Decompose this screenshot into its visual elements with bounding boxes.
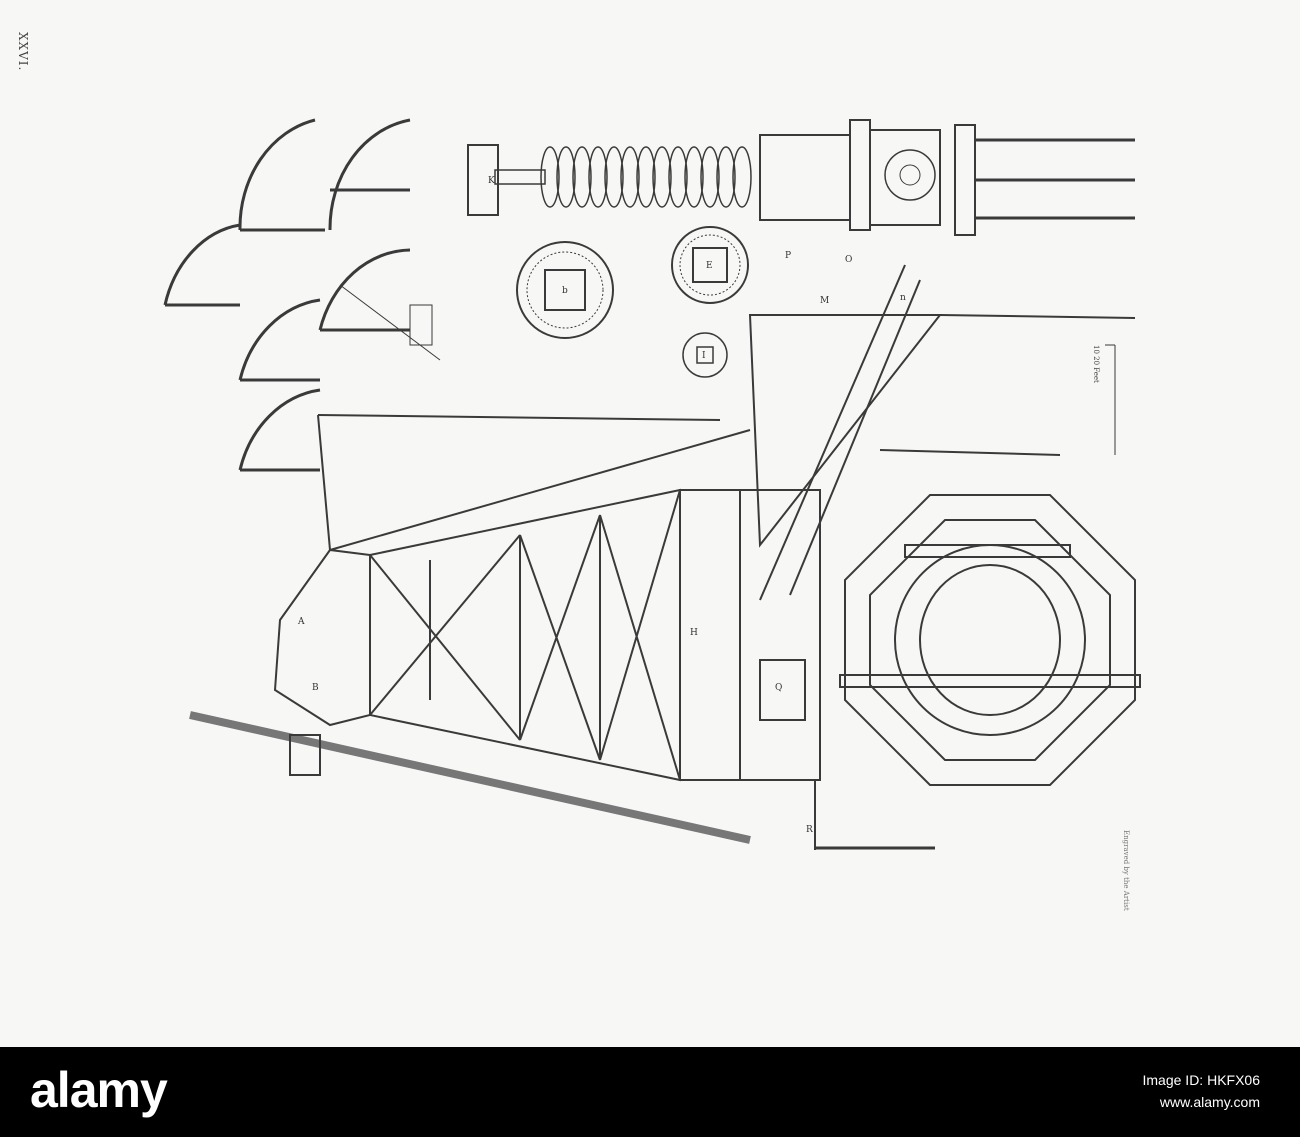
svg-text:H: H <box>690 628 698 638</box>
svg-text:M: M <box>820 296 829 306</box>
worm-coil <box>556 146 576 208</box>
worm-coil <box>588 146 608 208</box>
telescope-engraving: K b E I P O M n A B R Q H <box>163 118 1141 850</box>
svg-text:Q: Q <box>775 683 782 693</box>
brand-logo[interactable]: alamy <box>30 1062 168 1118</box>
stock-footer-bar: alamy Image ID: HKFX06 www.alamy.com <box>0 1047 1300 1137</box>
svg-text:O: O <box>845 255 852 265</box>
worm-coil <box>700 146 720 208</box>
svg-text:R: R <box>806 825 813 835</box>
worm-screw <box>467 119 1135 236</box>
plate-number: XXVI. <box>16 32 30 72</box>
gear-discs <box>516 226 749 378</box>
worm-coil <box>716 146 736 208</box>
engraving-plate: K b E I P O M n A B R Q H XXVI. 10 20 Fe… <box>16 32 1141 911</box>
svg-text:n: n <box>900 293 906 303</box>
worm-coil <box>604 146 624 208</box>
telescope-tube-frame <box>189 414 751 844</box>
worm-coil <box>636 146 656 208</box>
svg-text:A: A <box>297 617 305 627</box>
site-link[interactable]: www.alamy.com <box>1159 1094 1260 1110</box>
image-id: Image ID: HKFX06 <box>1142 1072 1261 1088</box>
octagonal-base-plan <box>839 494 1141 786</box>
svg-text:P: P <box>785 251 791 261</box>
brick-tower <box>679 489 935 850</box>
scale-label: 10 20 Feet <box>1092 345 1100 383</box>
worm-coil <box>620 146 640 208</box>
engraver-credit: Engraved by the Artist <box>1122 830 1130 911</box>
figure-labels: K b E I P O M n A B R Q H <box>297 176 906 835</box>
worm-coil <box>540 146 560 208</box>
staircase-frame <box>748 264 1136 601</box>
svg-text:I: I <box>702 351 706 361</box>
svg-text:B: B <box>312 683 319 693</box>
scale-bar <box>1105 344 1116 455</box>
svg-text:E: E <box>706 261 713 271</box>
svg-text:K: K <box>488 176 495 186</box>
worm-coil <box>684 146 704 208</box>
worm-coil <box>668 146 688 208</box>
footer-info: Image ID: HKFX06 www.alamy.com <box>1143 1069 1261 1113</box>
worm-coil <box>732 146 752 208</box>
worm-coil <box>572 146 592 208</box>
arch-ribs <box>163 118 411 472</box>
worm-coil <box>652 146 672 208</box>
svg-text:b: b <box>562 286 568 296</box>
